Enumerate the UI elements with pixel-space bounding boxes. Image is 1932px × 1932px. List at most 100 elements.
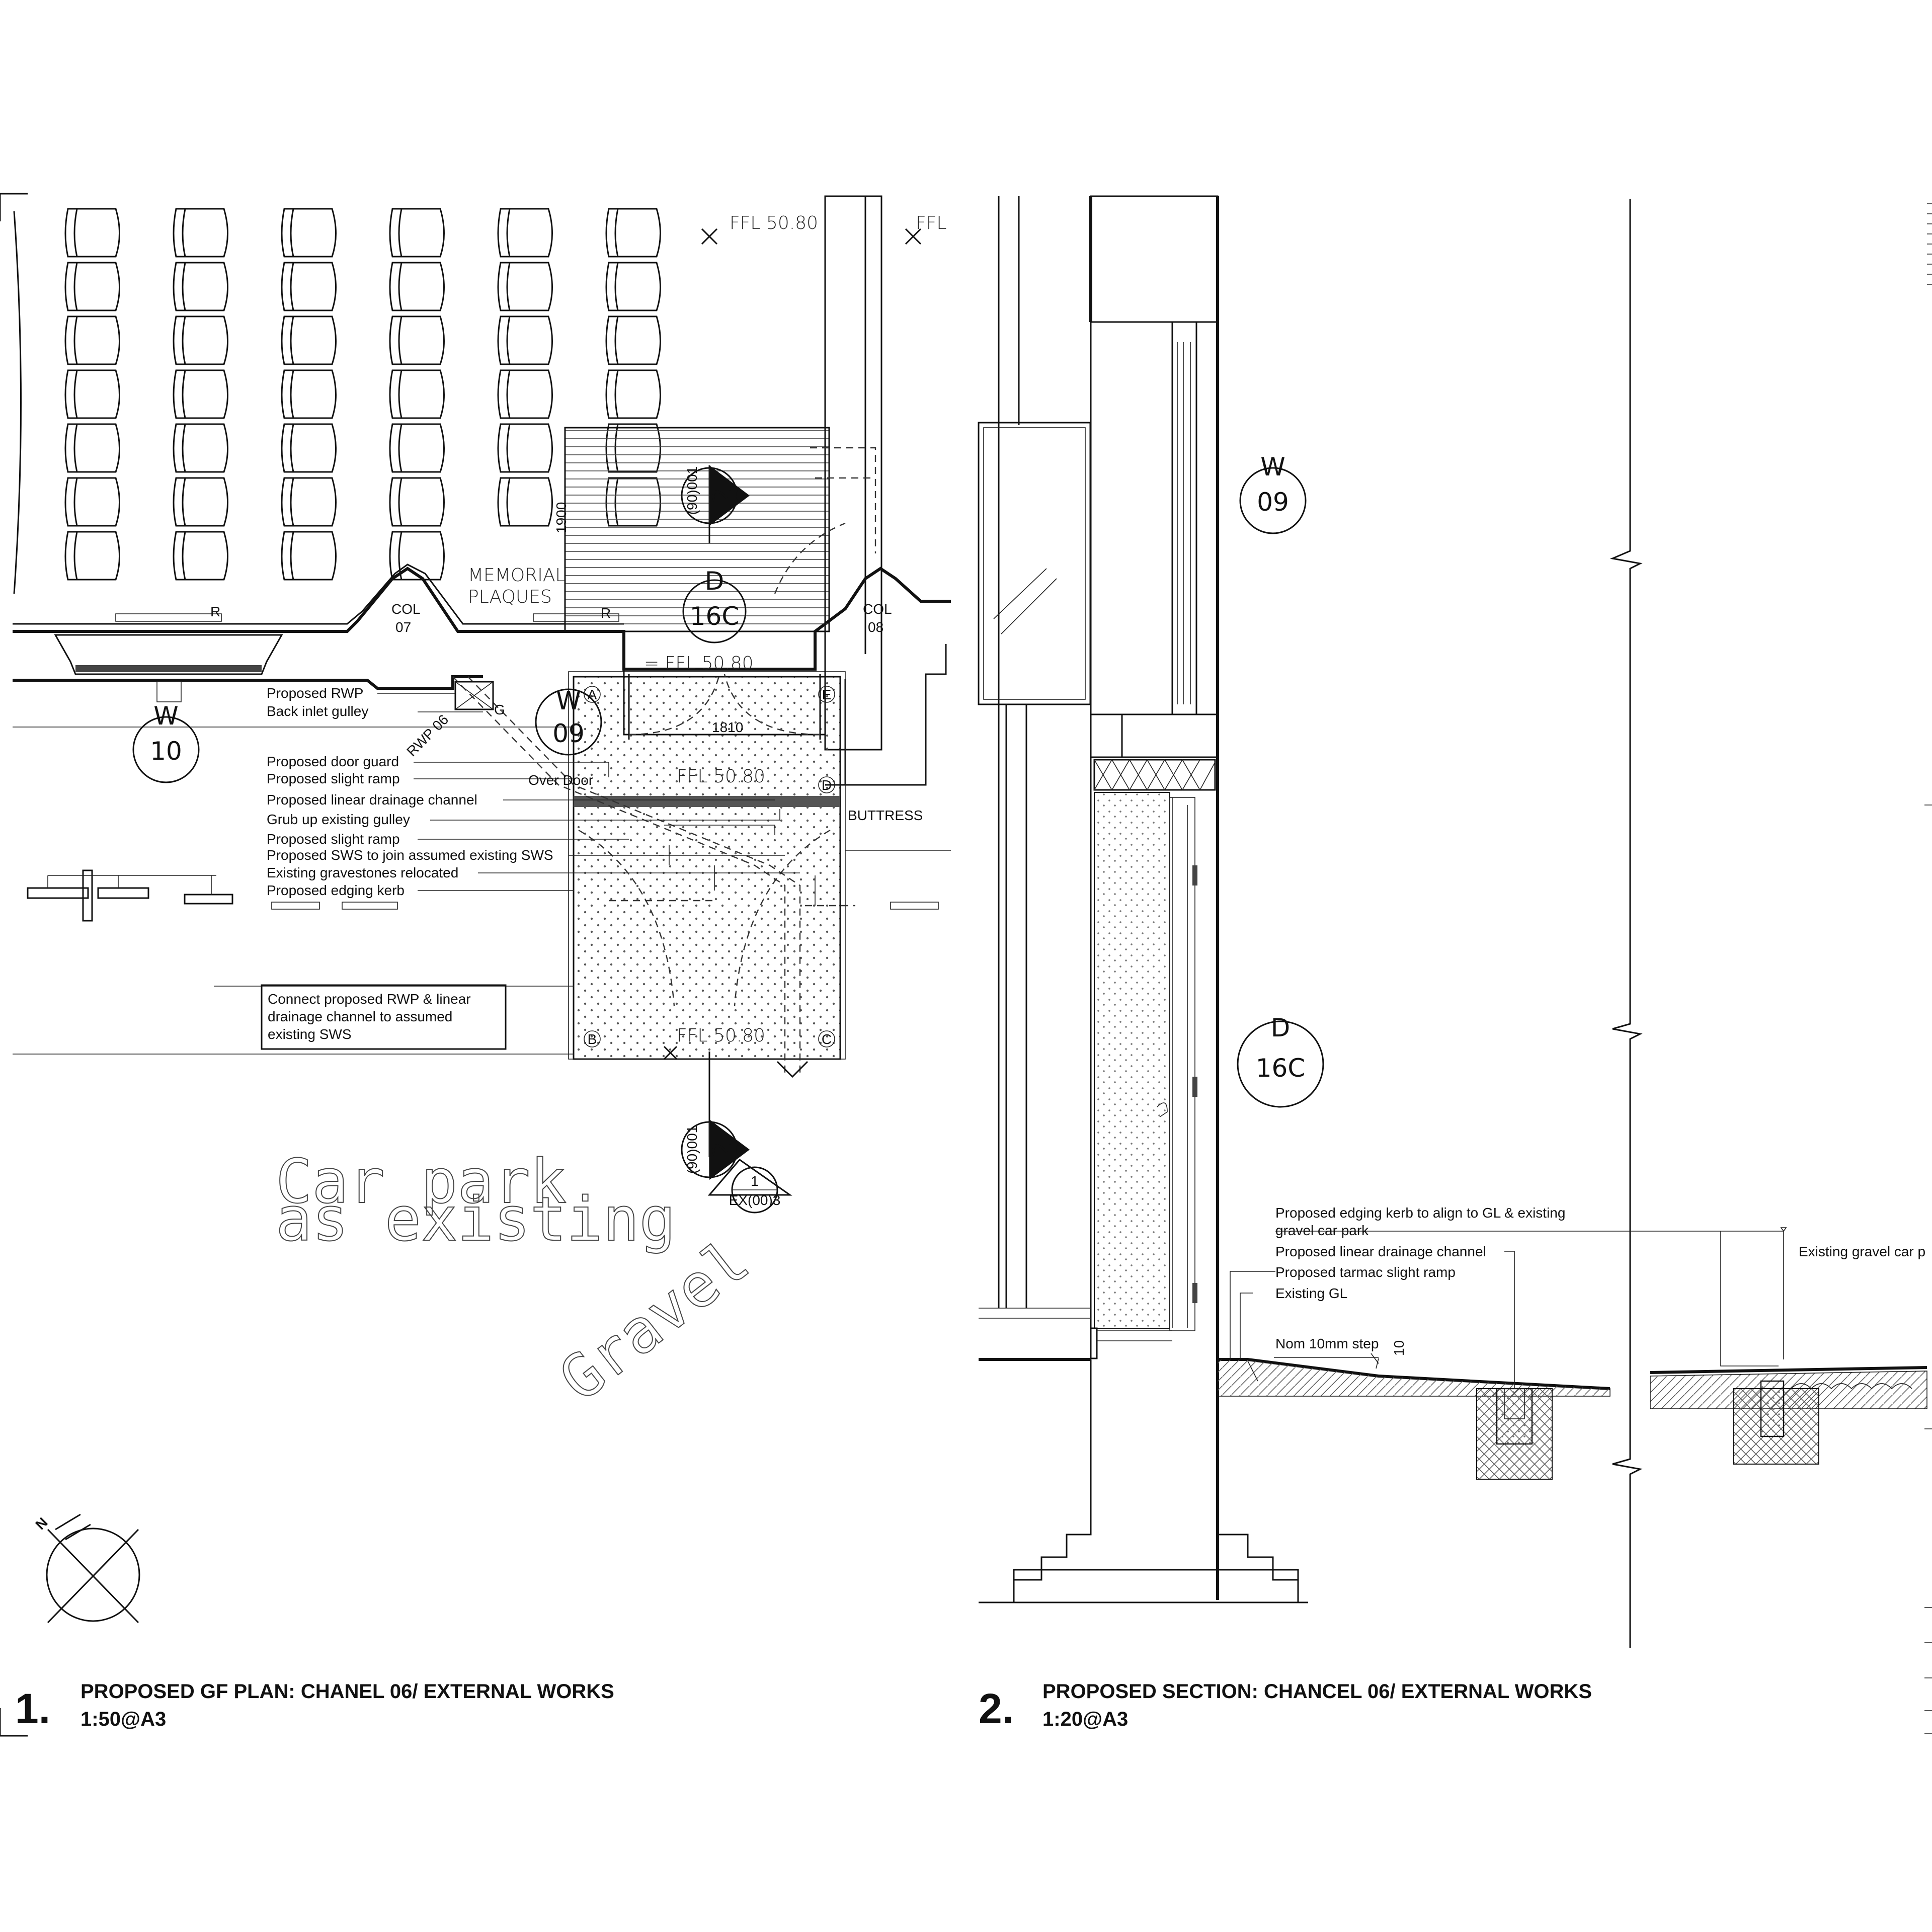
- col07-label-b: 07: [395, 619, 411, 635]
- pew-seat: [64, 477, 120, 527]
- callout-linear-drainage: Proposed linear drainage channel: [267, 792, 477, 808]
- r-mark-1: R: [210, 604, 220, 619]
- section-callout-linear-drainage: Proposed linear drainage channel: [1275, 1244, 1486, 1259]
- elev-marker-number: 1: [751, 1173, 759, 1189]
- drawing-titles: 1. PROPOSED GF PLAN: CHANEL 06/ EXTERNAL…: [15, 1680, 1592, 1732]
- plan-callout-leaders: [377, 693, 800, 891]
- porch-ramp-area: [452, 631, 855, 1078]
- over-door-label: Over Door: [528, 772, 593, 788]
- pew-seat: [497, 315, 553, 365]
- pew-seat: [389, 208, 445, 258]
- grid-c: C: [822, 1031, 832, 1047]
- w10-number: 10: [150, 737, 182, 766]
- window-tag-w09-plan: W 09: [535, 686, 602, 756]
- section-callout-10mm-step: Nom 10mm step: [1275, 1336, 1379, 1351]
- col07-label-a: COL: [391, 601, 421, 617]
- pew-seat: [497, 208, 553, 258]
- pew-seat: [281, 208, 337, 258]
- w09-plan-letter: W: [556, 686, 581, 715]
- grid-a: A: [588, 687, 597, 702]
- north-arrow: N: [32, 1513, 140, 1624]
- grid-g: G: [494, 702, 505, 717]
- section-structure: [978, 195, 1932, 1734]
- pew-seat: [64, 369, 120, 419]
- door-tag-plan-letter: D: [705, 567, 725, 596]
- memorial-label-2: PLAQUES: [468, 587, 552, 607]
- pew-seat: [497, 369, 553, 419]
- pew-seat: [64, 208, 120, 258]
- callout-sws-join: Proposed SWS to join assumed existing SW…: [267, 847, 553, 863]
- callout-grub-up-gulley: Grub up existing gulley: [267, 812, 410, 827]
- pew-seat: [389, 531, 445, 581]
- pew-seat: [497, 262, 553, 311]
- callout-slight-ramp-2: Proposed slight ramp: [267, 831, 400, 847]
- elev-marker-sheet: EX(00)3: [729, 1192, 781, 1208]
- callout-door-guard: Proposed door guard: [267, 754, 399, 769]
- title-1-main: PROPOSED GF PLAN: CHANEL 06/ EXTERNAL WO…: [80, 1680, 614, 1703]
- pew-seat: [605, 369, 661, 419]
- note-line-3: existing SWS: [268, 1026, 352, 1042]
- car-park-label-1: Car park: [276, 1147, 567, 1217]
- pew-seat: [389, 262, 445, 311]
- pew-seat: [173, 262, 228, 311]
- callout-proposed-rwp: Proposed RWP: [267, 685, 363, 701]
- door-tag-section-number: 16C: [1256, 1054, 1306, 1083]
- pew-seat: [281, 262, 337, 311]
- section-callout-leaders: [1230, 1227, 1787, 1389]
- grid-e: E: [822, 687, 832, 702]
- pew-seat: [389, 369, 445, 419]
- pew-seat: [281, 423, 337, 473]
- pew-seat: [173, 208, 228, 258]
- w09-plan-number: 09: [552, 719, 585, 748]
- rwp-label: RWP 06: [404, 711, 451, 759]
- marker-top-number: 2: [708, 488, 737, 504]
- callout-edging-kerb: Proposed edging kerb: [267, 882, 405, 898]
- title-1-scale: 1:50@A3: [80, 1708, 166, 1730]
- window-tag-w10: W 10: [132, 681, 200, 783]
- pew-seat: [64, 262, 120, 311]
- pew-seat: [389, 477, 445, 527]
- door-tag-section-letter: D: [1271, 1013, 1291, 1042]
- pew-seat: [173, 531, 228, 581]
- grid-markers: A E D B C G: [494, 686, 835, 1048]
- marker-bottom-number: 2: [708, 1142, 737, 1158]
- grid-d: D: [822, 777, 832, 793]
- door-tag-16c-plan: D 16C: [682, 567, 747, 643]
- pew-seat: [389, 423, 445, 473]
- buttress-label: BUTTRESS: [848, 808, 923, 823]
- pew-seat: [497, 477, 553, 527]
- section-callout-gravel-car-park: gravel car park: [1275, 1223, 1369, 1238]
- ffl-bottom: FFL 50.80: [677, 1025, 765, 1046]
- dim-1810: 1810: [712, 719, 743, 735]
- w10-letter: W: [153, 701, 178, 731]
- memorial-plaques-stair: [564, 195, 882, 751]
- plan-pews: [13, 208, 661, 594]
- dim-1900: 1900: [553, 502, 569, 533]
- pew-seat: [173, 369, 228, 419]
- pew-seat: [173, 315, 228, 365]
- pew-seat: [281, 315, 337, 365]
- pew-seat: [64, 423, 120, 473]
- memorial-label-1: MEMORIAL: [468, 565, 566, 586]
- car-park-label-2: as existing: [276, 1185, 676, 1255]
- marker-top-sheet: (90)001: [684, 466, 700, 515]
- grid-b: B: [588, 1031, 597, 1047]
- callout-gravestones: Existing gravestones relocated: [267, 865, 458, 880]
- col08-label-a: COL: [863, 601, 892, 617]
- ffl-top-1: FFL 50.80: [730, 213, 818, 233]
- linear-drainage-channel: [574, 796, 840, 807]
- ffl-door: = FFL 50.80: [644, 653, 754, 674]
- pew-seat: [497, 423, 553, 473]
- pew-seat: [173, 423, 228, 473]
- note-line-1: Connect proposed RWP & linear: [268, 991, 471, 1007]
- section-marker-bottom: (90)001 2 1 EX(00)3: [681, 1052, 792, 1214]
- pew-seat: [281, 369, 337, 419]
- section-callout-existing-gl: Existing GL: [1275, 1285, 1347, 1301]
- section-marker-top: (90)001 2: [681, 465, 750, 543]
- door-tag-16c-section: D 16C: [1237, 1013, 1324, 1108]
- pew-seat: [605, 315, 661, 365]
- note-line-2: drainage channel to assumed: [268, 1009, 452, 1024]
- pew-seat: [64, 315, 120, 365]
- section-dim-10: 10: [1391, 1340, 1407, 1356]
